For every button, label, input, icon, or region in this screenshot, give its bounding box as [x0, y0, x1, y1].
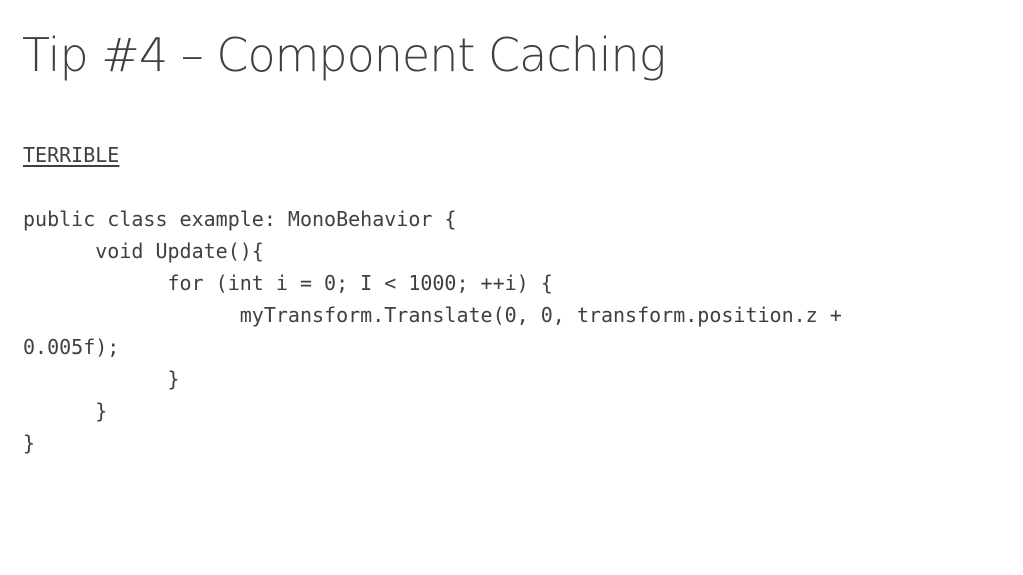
code-line-translate-call: myTransform.Translate(0, 0, transform.po… [23, 303, 842, 327]
slide-title: Tip #4 – Component Caching [22, 28, 666, 82]
code-blank-line [23, 171, 842, 203]
code-line-class-declaration: public class example: MonoBehavior { [23, 207, 457, 231]
code-line-translate-continuation: 0.005f); [23, 335, 120, 359]
code-line-method-close: } [23, 399, 108, 423]
code-label-terrible: TERRIBLE [23, 143, 120, 167]
code-block: TERRIBLE public class example: MonoBehav… [23, 139, 842, 459]
code-line-update-method: void Update(){ [23, 239, 264, 263]
code-line-for-loop: for (int i = 0; I < 1000; ++i) { [23, 271, 553, 295]
code-line-for-close: } [23, 367, 180, 391]
code-line-class-close: } [23, 431, 36, 455]
